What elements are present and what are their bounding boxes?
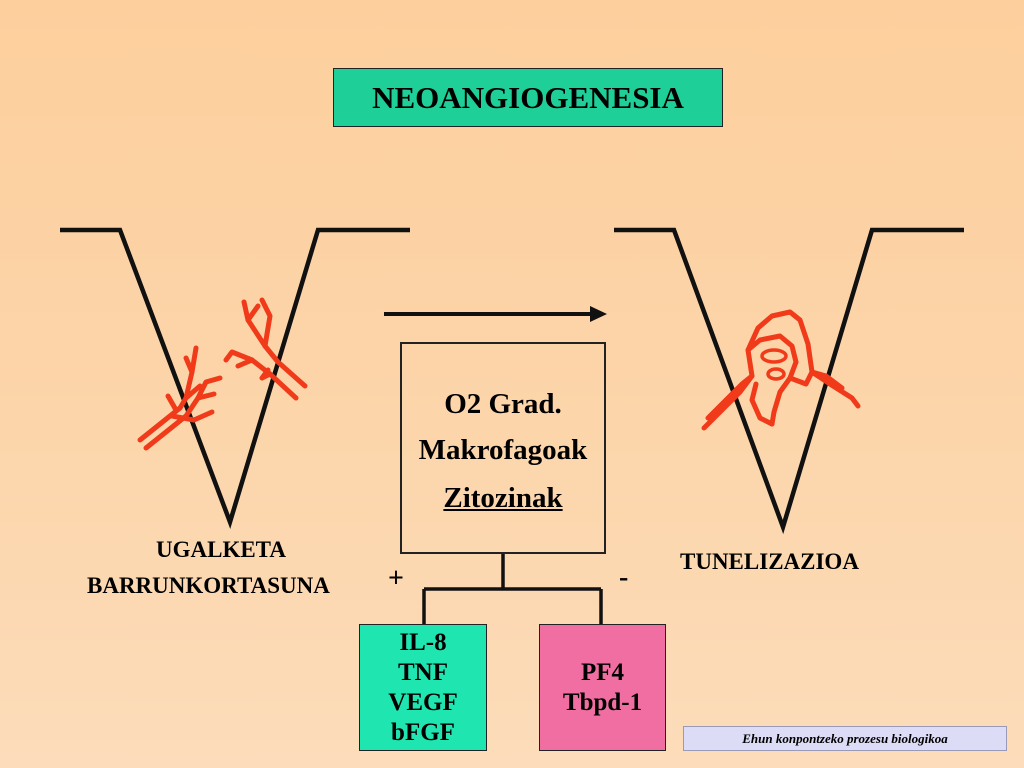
right-cavity-shape (614, 227, 964, 535)
pro-factor-item: IL-8 (399, 628, 447, 656)
pro-factor-item: TNF (398, 658, 448, 686)
left-label-line2: BARRUNKORTASUNA (87, 573, 330, 598)
factor-cytokines: Zitozinak (443, 482, 563, 514)
right-label: TUNELIZAZIOA (680, 549, 859, 574)
footer-caption: Ehun konpontzeko prozesu biologikoa (683, 726, 1007, 751)
sprouting-vessel-right-icon (223, 297, 308, 401)
sprouting-vessel-left-icon (137, 345, 223, 451)
left-cavity-shape (60, 227, 410, 530)
footer-text: Ehun konpontzeko prozesu biologikoa (742, 730, 948, 746)
anti-factor-item: PF4 (580, 658, 625, 686)
title-box: NEOANGIOGENESIA (333, 68, 723, 127)
anti-angiogenic-box: PF4 Tbpd-1 (539, 624, 666, 751)
pro-factor-item: VEGF (388, 688, 458, 716)
factors-box: O2 Grad. Makrofagoak Zitozinak (400, 342, 606, 554)
tunneling-vessel-icon (701, 309, 861, 431)
connector-tree (422, 554, 603, 624)
minus-sign: - (619, 562, 629, 593)
anti-factor-item: Tbpd-1 (562, 688, 643, 716)
pro-factor-item: bFGF (391, 718, 455, 746)
factor-macrophages: Makrofagoak (418, 434, 588, 466)
pro-angiogenic-box: IL-8 TNF VEGF bFGF (359, 624, 487, 751)
slide-title: NEOANGIOGENESIA (372, 79, 684, 115)
factor-o2-gradient: O2 Grad. (444, 388, 562, 420)
process-arrow (384, 306, 607, 322)
left-label-line1: UGALKETA (156, 537, 286, 562)
plus-sign: + (388, 563, 404, 594)
